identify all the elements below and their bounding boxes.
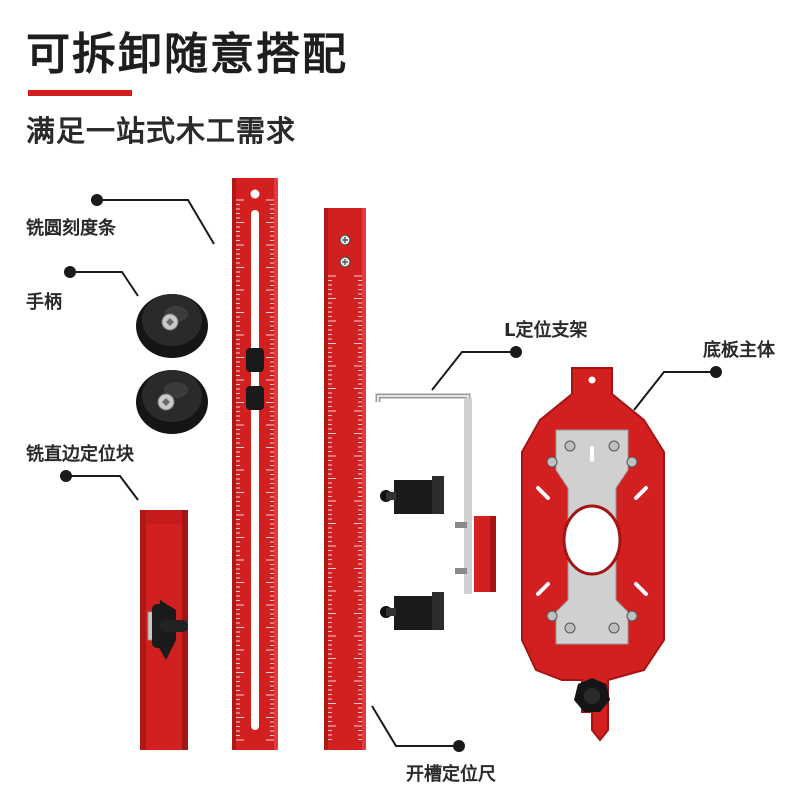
leader-lines — [66, 199, 716, 747]
slot-ruler — [324, 208, 366, 750]
leader-dots — [60, 194, 722, 752]
handle-knob-bottom — [136, 370, 208, 434]
edge-guide-block — [140, 510, 188, 750]
base-plate — [521, 367, 665, 742]
ruler-b-screws — [339, 234, 351, 268]
label-base-plate: 底板主体 — [703, 340, 775, 361]
headline: 可拆卸随意搭配 — [26, 29, 348, 80]
label-slot-ruler: 开槽定位尺 — [406, 764, 496, 785]
subheadline: 满足一站式木工需求 — [26, 114, 297, 148]
ruler-b-ticks — [328, 275, 362, 740]
label-circle-ruler: 铣圆刻度条 — [26, 218, 116, 239]
label-handle: 手柄 — [26, 292, 62, 313]
accent-bar — [28, 90, 132, 96]
ruler-a-ticks — [236, 199, 274, 741]
ruler-a-knob-bottom — [246, 386, 264, 410]
l-bracket — [375, 393, 496, 630]
handle-knob-top — [136, 294, 208, 358]
ruler-a-knob-top — [246, 348, 264, 372]
label-edge-guide-block: 铣直边定位块 — [26, 444, 134, 465]
label-l-bracket: L定位支架 — [504, 320, 588, 341]
circle-ruler — [232, 178, 278, 750]
